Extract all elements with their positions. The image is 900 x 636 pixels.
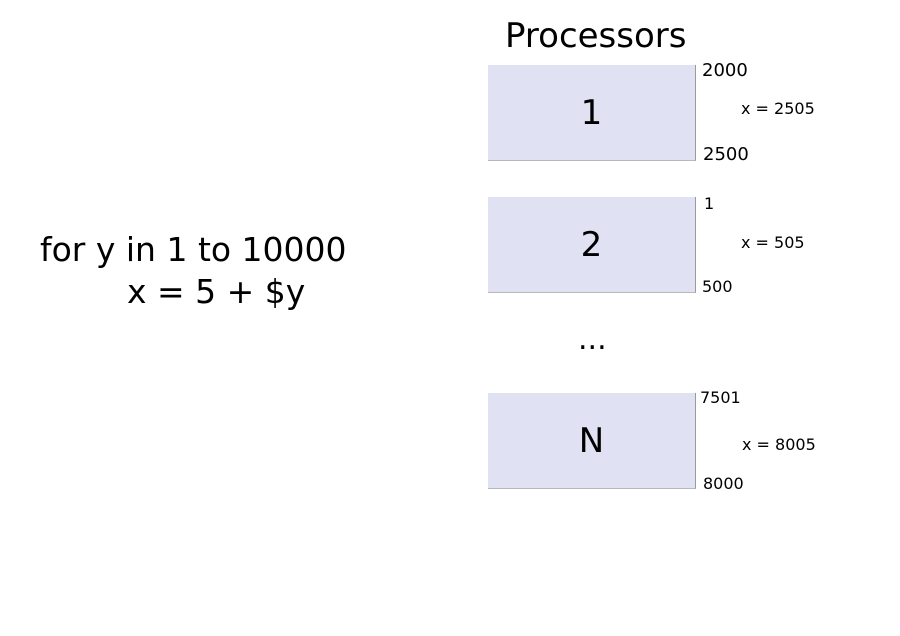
processor-label: 2 [580, 224, 603, 265]
processor-box-1: 1 [488, 65, 696, 161]
code-loop-line: for y in 1 to 10000 [40, 230, 347, 269]
processor-1-range-end: 2500 [703, 144, 749, 165]
processors-title: Processors [505, 16, 687, 56]
processor-n-range-start: 7501 [700, 388, 741, 407]
processor-1-range-start: 2000 [702, 60, 748, 81]
processor-2-result: x = 505 [741, 233, 805, 252]
processor-2-range-start: 1 [704, 194, 715, 213]
more-processors-ellipsis: ... [578, 322, 607, 357]
processor-box-2: 2 [488, 197, 696, 293]
code-assignment-line: x = 5 + $y [127, 272, 306, 311]
processor-box-n: N [488, 393, 696, 489]
processor-n-range-end: 8000 [703, 474, 744, 493]
processor-1-result: x = 2505 [741, 99, 815, 118]
processor-label: 1 [580, 92, 603, 133]
processor-n-result: x = 8005 [742, 435, 816, 454]
processor-2-range-end: 500 [702, 277, 733, 296]
processor-label: N [578, 420, 605, 461]
